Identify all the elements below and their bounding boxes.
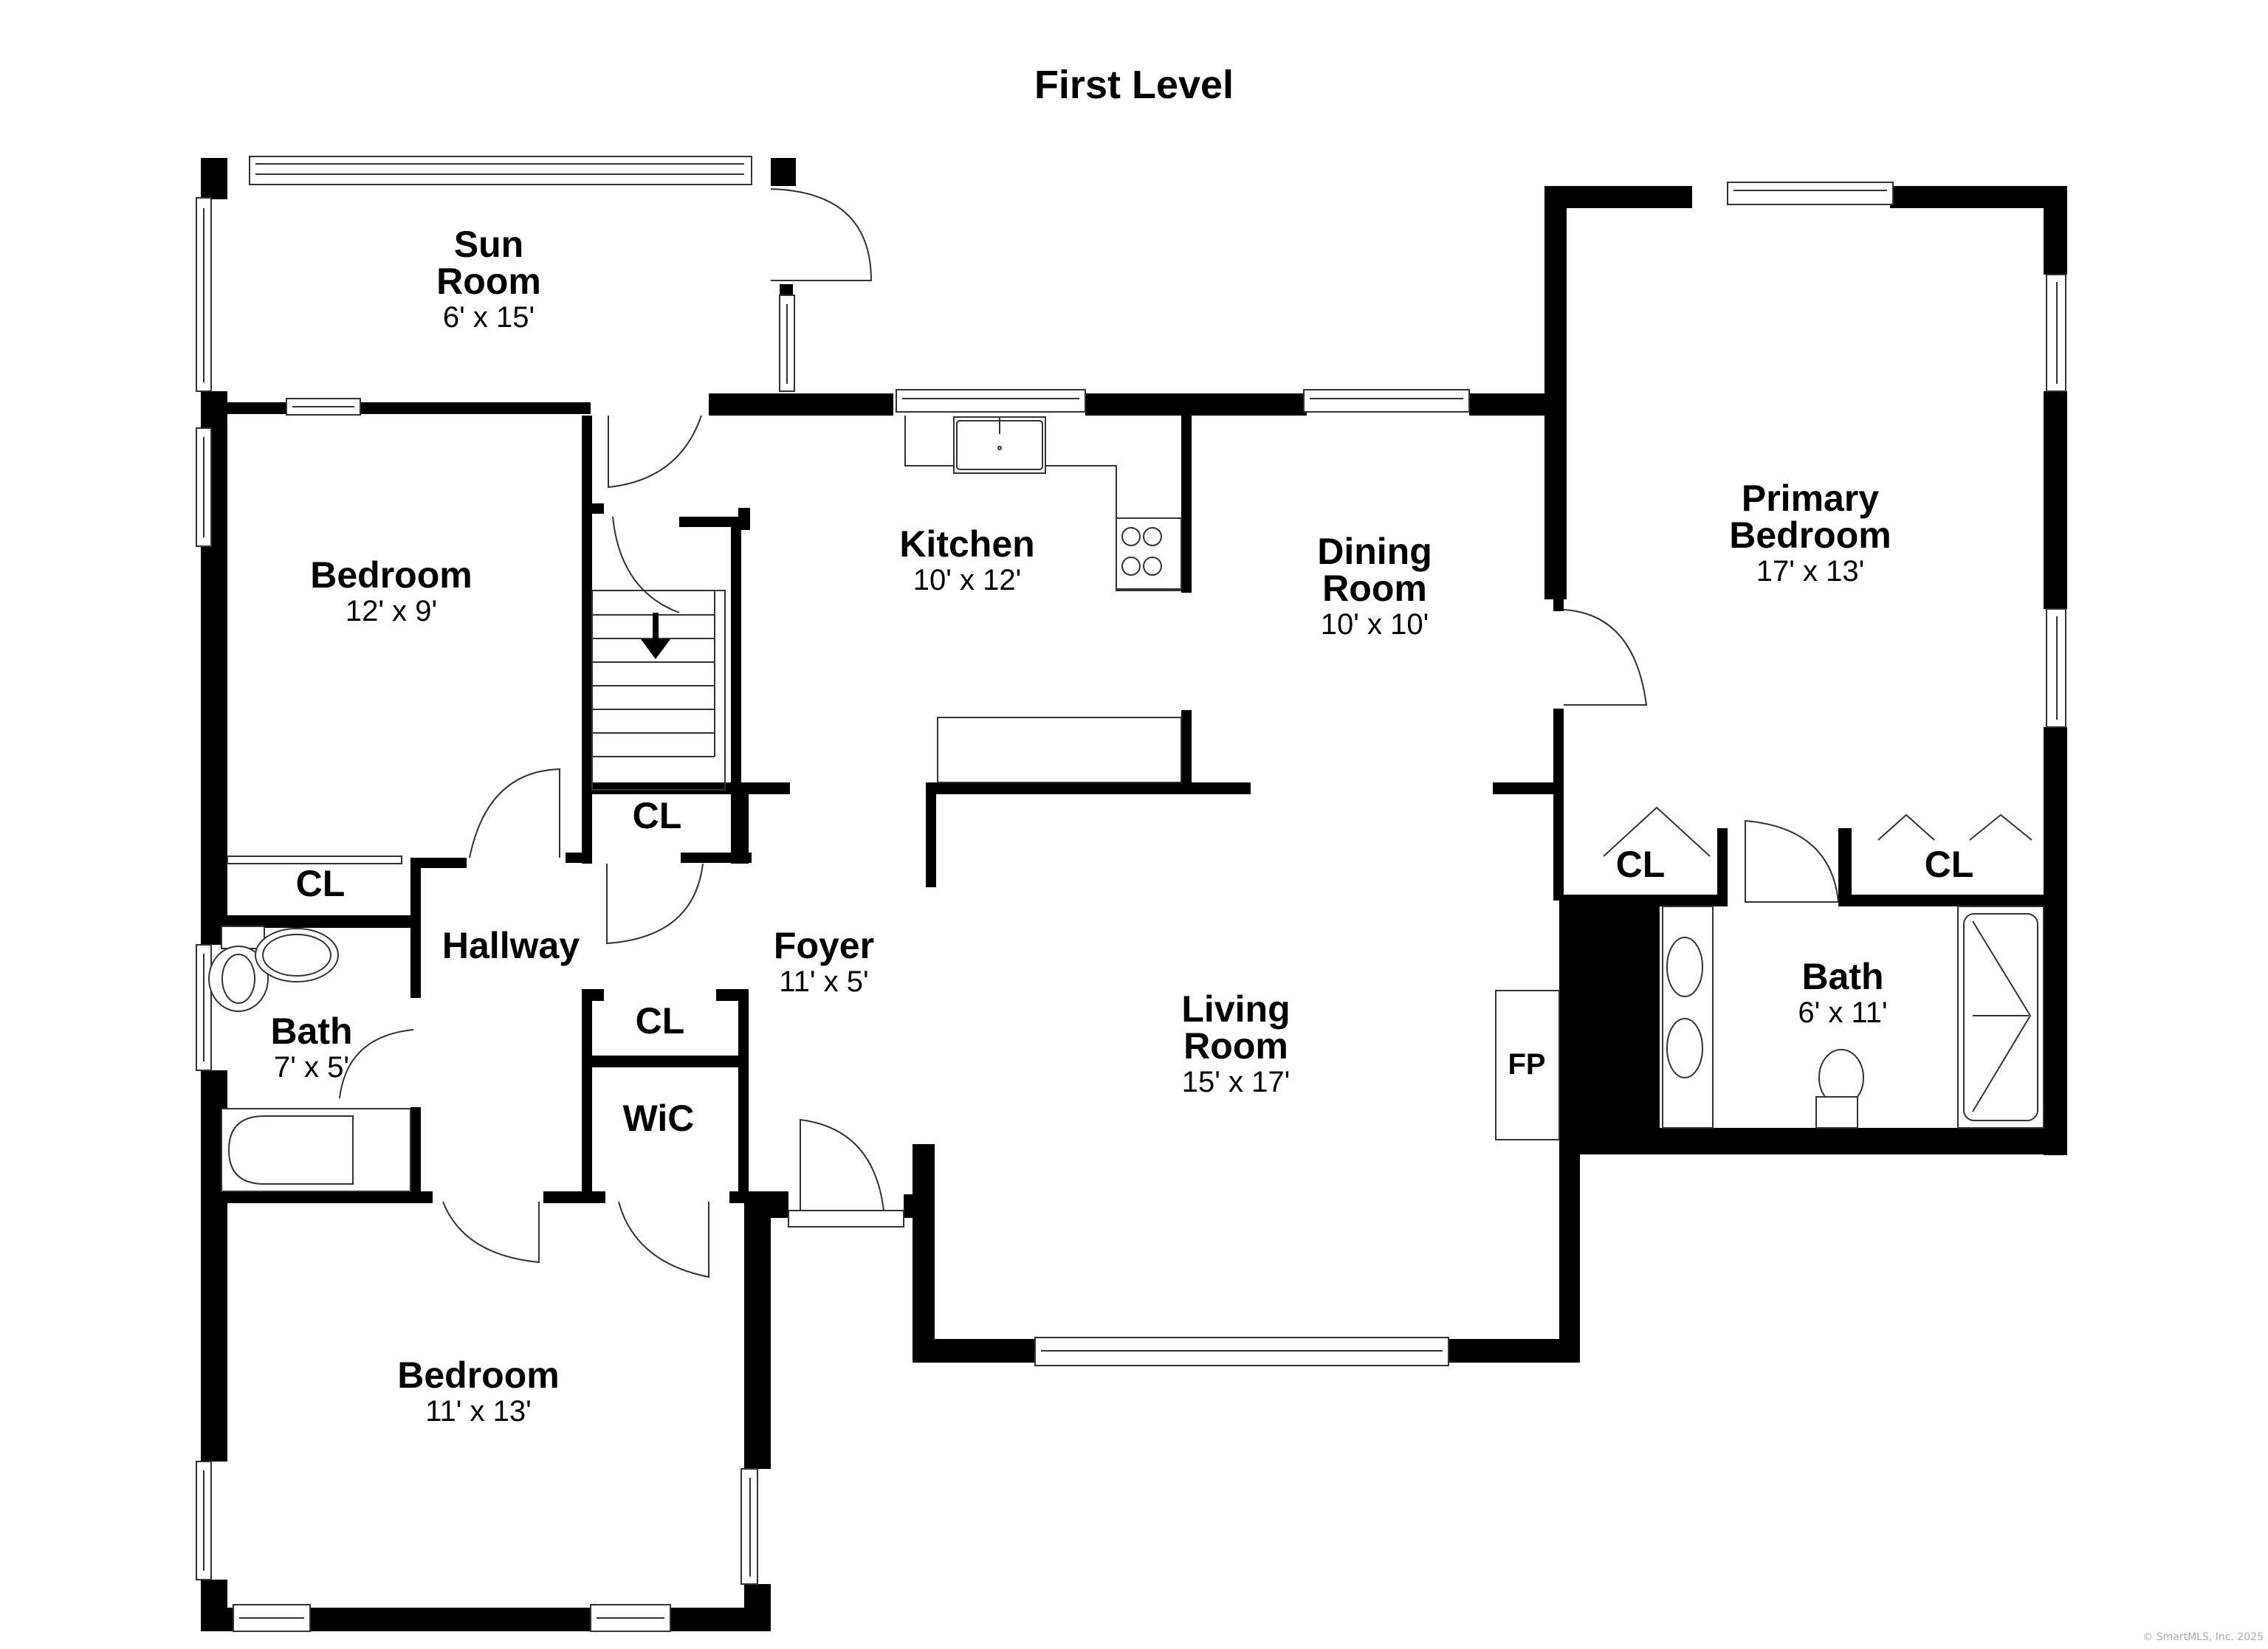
room-label-dining-room: Dining Room 10' x 10' [1317, 531, 1432, 641]
stove-icon [1116, 517, 1182, 590]
sun-room-exterior-door[interactable] [770, 188, 873, 281]
room-label-kitchen: Kitchen 10' x 12' [899, 523, 1035, 596]
room-label-hallway: Hallway [441, 925, 580, 966]
kitchen-peninsula [937, 717, 1182, 783]
kitchen-north-door [608, 415, 702, 489]
bathtub-icon [221, 1108, 411, 1192]
primary-bedroom-door [1563, 609, 1648, 706]
sink-icon [255, 928, 339, 982]
front-door-threshold [788, 1210, 904, 1228]
hallway-bedroom1-door [469, 768, 560, 858]
room-label-closet-primary-right: CL [1924, 844, 1974, 885]
stair-down-arrow-icon [641, 613, 670, 659]
toilet-tank [1815, 1096, 1858, 1129]
closet-rods [227, 856, 402, 864]
stair-top-door [612, 516, 680, 613]
interior-doors [339, 415, 2032, 1278]
room-label-closet-foyer: CL [635, 1000, 685, 1042]
room-label-bath-1: Bath 7' x 5' [270, 1011, 353, 1084]
kitchen-counter [904, 416, 1182, 783]
sink-icon [1666, 937, 1703, 997]
front-door [800, 1118, 885, 1219]
room-label-closet-primary-left: CL [1615, 844, 1666, 885]
bath1-fixtures [208, 926, 411, 1192]
room-label-closet-bedroom1: CL [295, 863, 346, 904]
room-label-walk-in-closet: WiC [622, 1098, 695, 1139]
toilet-icon [208, 946, 269, 1012]
primary-bath-door [1745, 819, 1840, 903]
shower-icon [1957, 906, 2044, 1129]
room-label-primary-bedroom: Primary Bedroom 17' x 13' [1729, 478, 1891, 588]
bedroom2-door [442, 1201, 540, 1264]
room-label-closet-stair: CL [632, 795, 682, 836]
sun-room-windows [196, 156, 795, 392]
exterior-walls [201, 186, 2067, 1631]
room-label-living-room: Living Room 15' x 17' [1181, 988, 1291, 1098]
bath1-door [339, 1029, 414, 1099]
sink-icon [1666, 1018, 1703, 1078]
room-label-fireplace: FP [1508, 1048, 1546, 1081]
wic-door [618, 1201, 709, 1278]
interior-walls [219, 416, 2044, 1203]
exterior-windows [196, 182, 2066, 1632]
fireplace-hearth [1495, 990, 1560, 1140]
room-label-bedroom-1: Bedroom 12' x 9' [310, 554, 472, 627]
toilet-tank [221, 926, 265, 949]
room-label-sun-room: Sun Room 6' x 15' [436, 224, 541, 334]
room-label-bedroom-2: Bedroom 11' x 13' [397, 1354, 560, 1428]
plan-title: First Level [1034, 63, 1234, 107]
stair-closet-door [606, 863, 704, 945]
room-label-primary-bath: Bath 6' x 11' [1798, 956, 1888, 1029]
copyright-notice: © SmartMLS, Inc. 2025 [2142, 1631, 2264, 1643]
primary-bath-fixtures [1662, 906, 2044, 1129]
room-label-foyer: Foyer 11' x 5' [773, 925, 875, 998]
